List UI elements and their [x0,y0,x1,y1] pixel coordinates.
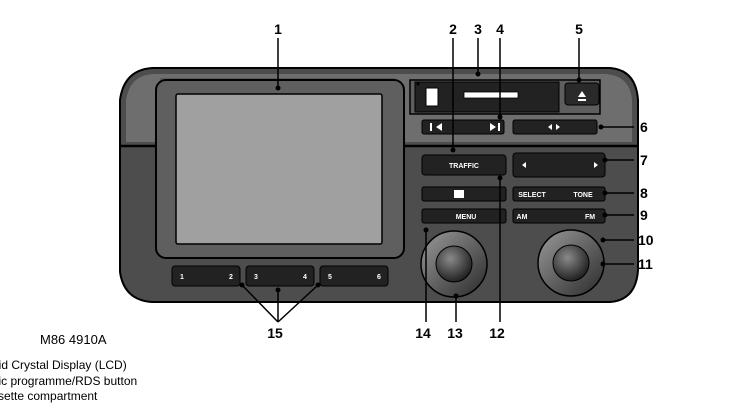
fm-label: FM [585,214,595,221]
callout-2: 2 [449,21,457,37]
legend-item-3: ssette compartment [0,389,98,403]
preset-buttons: 1 2 3 4 5 6 [171,265,389,287]
rewind-forward-button[interactable] [421,119,505,135]
cassette-icon [425,87,439,107]
seek-right-icon [594,162,598,168]
preset-label-1: 1 [180,274,184,281]
callout-12: 12 [489,325,505,341]
callout-3: 3 [474,21,482,37]
preset-button-3-4[interactable] [245,265,315,287]
menu-button[interactable] [421,208,507,224]
preset-label-3: 3 [254,274,258,281]
traffic-label: TRAFFIC [449,163,479,170]
callout-15: 15 [267,325,283,341]
rewind-icon [430,123,442,131]
preset-label-4: 4 [303,274,307,281]
am-label: AM [517,214,528,221]
callout-6: 6 [640,119,648,135]
callout-13: 13 [447,325,463,341]
legend-item-1: uid Crystal Display (LCD) [0,358,127,372]
menu-label: MENU [456,214,477,221]
callout-7: 7 [640,152,648,168]
leader-lines [241,38,634,323]
callout-8: 8 [640,185,648,201]
seek-small-button[interactable] [512,119,598,135]
legend-list: uid Crystal Display (LCD) ffic programme… [0,358,137,405]
seek-small-icon [548,124,560,130]
callout-14: 14 [415,325,431,341]
select-label: SELECT [518,192,546,199]
preset-button-5-6[interactable] [319,265,389,287]
preset-label-2: 2 [229,274,233,281]
callout-1: 1 [274,21,282,37]
preset-label-5: 5 [328,274,332,281]
traffic-button[interactable] [421,154,507,176]
figure-code: M86 4910A [40,332,107,347]
forward-icon [490,123,500,131]
callout-10: 10 [638,232,654,248]
callout-9: 9 [640,207,648,223]
preset-label-6: 6 [377,274,381,281]
leader-dots [239,71,608,299]
callout-4: 4 [496,21,504,37]
preset-button-1-2[interactable] [171,265,241,287]
seek-left-icon [522,162,526,168]
legend-item-2: ffic programme/RDS button [0,373,138,388]
eject-icon [578,91,586,101]
tone-label: TONE [573,192,593,199]
callout-11: 11 [638,256,653,272]
seek-button[interactable] [512,152,606,178]
callout-5: 5 [575,21,583,37]
callout-numbers: 1 2 3 4 5 6 7 8 9 10 11 12 13 14 15 [267,21,654,341]
